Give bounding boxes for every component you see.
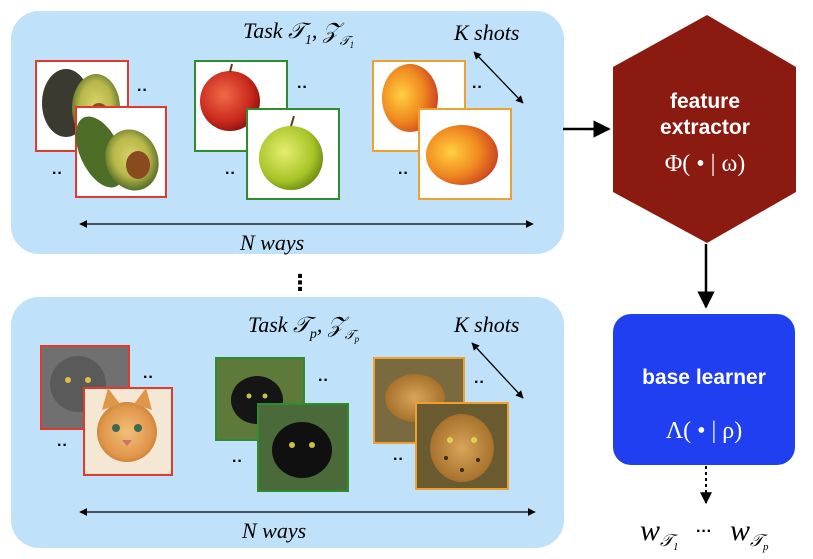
class-group-mango: ·· ·· (372, 60, 512, 200)
ellipsis-dots: ·· (137, 82, 148, 99)
output-weights: w𝒯1 ··· w𝒯p (640, 514, 769, 553)
k-shots-arrow (471, 342, 524, 399)
black-panther-image (272, 422, 332, 478)
ellipsis-dots: ·· (398, 165, 409, 182)
class-group-apple: ·· ·· (194, 60, 340, 200)
n-ways-label: N ways (241, 518, 306, 543)
ellipsis-dots: ·· (297, 79, 308, 96)
output-ellipsis: ··· (696, 523, 712, 540)
base-learner-box (613, 314, 795, 465)
task-panel-1: Task 𝒯1, 𝒵𝒯1 K shots ·· ·· ·· ·· (11, 11, 564, 255)
k-shots-label: K shots (453, 312, 519, 337)
k-shots-arrow (473, 51, 524, 104)
leopard-image (430, 414, 494, 482)
ellipsis-dots: ·· (143, 369, 154, 386)
ellipsis-dots: ·· (474, 374, 485, 391)
red-apple-image (200, 71, 260, 131)
base-learner: base learner Λ( • | ρ) (613, 314, 795, 465)
class-group-avocado: ·· ·· (35, 60, 167, 198)
ellipsis-dots: ·· (57, 437, 68, 454)
class-group-panther: ·· ·· (215, 357, 349, 492)
class-group-leopard: ·· ·· (373, 357, 509, 490)
n-ways-label: N ways (239, 230, 304, 255)
ellipsis-dots: ·· (472, 79, 483, 96)
feature-extractor-label-line1: feature (670, 90, 740, 113)
base-learner-formula: Λ( • | ρ) (666, 418, 743, 444)
kitten-image (97, 402, 157, 462)
ellipsis-dots: ·· (318, 372, 329, 389)
task-title: Task 𝒯1, 𝒵𝒯1 (243, 18, 354, 50)
vertical-ellipsis: ⋮ (289, 270, 311, 295)
task-title: Task 𝒯p, 𝒵𝒯p (248, 312, 360, 344)
ellipsis-dots: ·· (232, 453, 243, 470)
feature-extractor: feature extractor Φ( • | ω) (613, 15, 796, 243)
output-weight-1: w𝒯1 (640, 514, 679, 553)
feature-extractor-label-line2: extractor (660, 116, 750, 139)
k-shots-label: K shots (453, 20, 519, 45)
ellipsis-dots: ·· (393, 451, 404, 468)
feature-extractor-hexagon (613, 15, 796, 243)
class-group-cat: ·· ·· (40, 345, 173, 476)
task-panel-p: Task 𝒯p, 𝒵𝒯p K shots ·· ·· ·· (11, 297, 564, 548)
base-learner-label: base learner (642, 366, 766, 389)
output-weight-p: w𝒯p (730, 514, 769, 553)
ellipsis-dots: ·· (52, 165, 63, 182)
mango-image (426, 125, 498, 185)
green-apple-image (259, 126, 323, 190)
feature-extractor-formula: Φ( • | ω) (665, 151, 746, 177)
ellipsis-dots: ·· (225, 165, 236, 182)
